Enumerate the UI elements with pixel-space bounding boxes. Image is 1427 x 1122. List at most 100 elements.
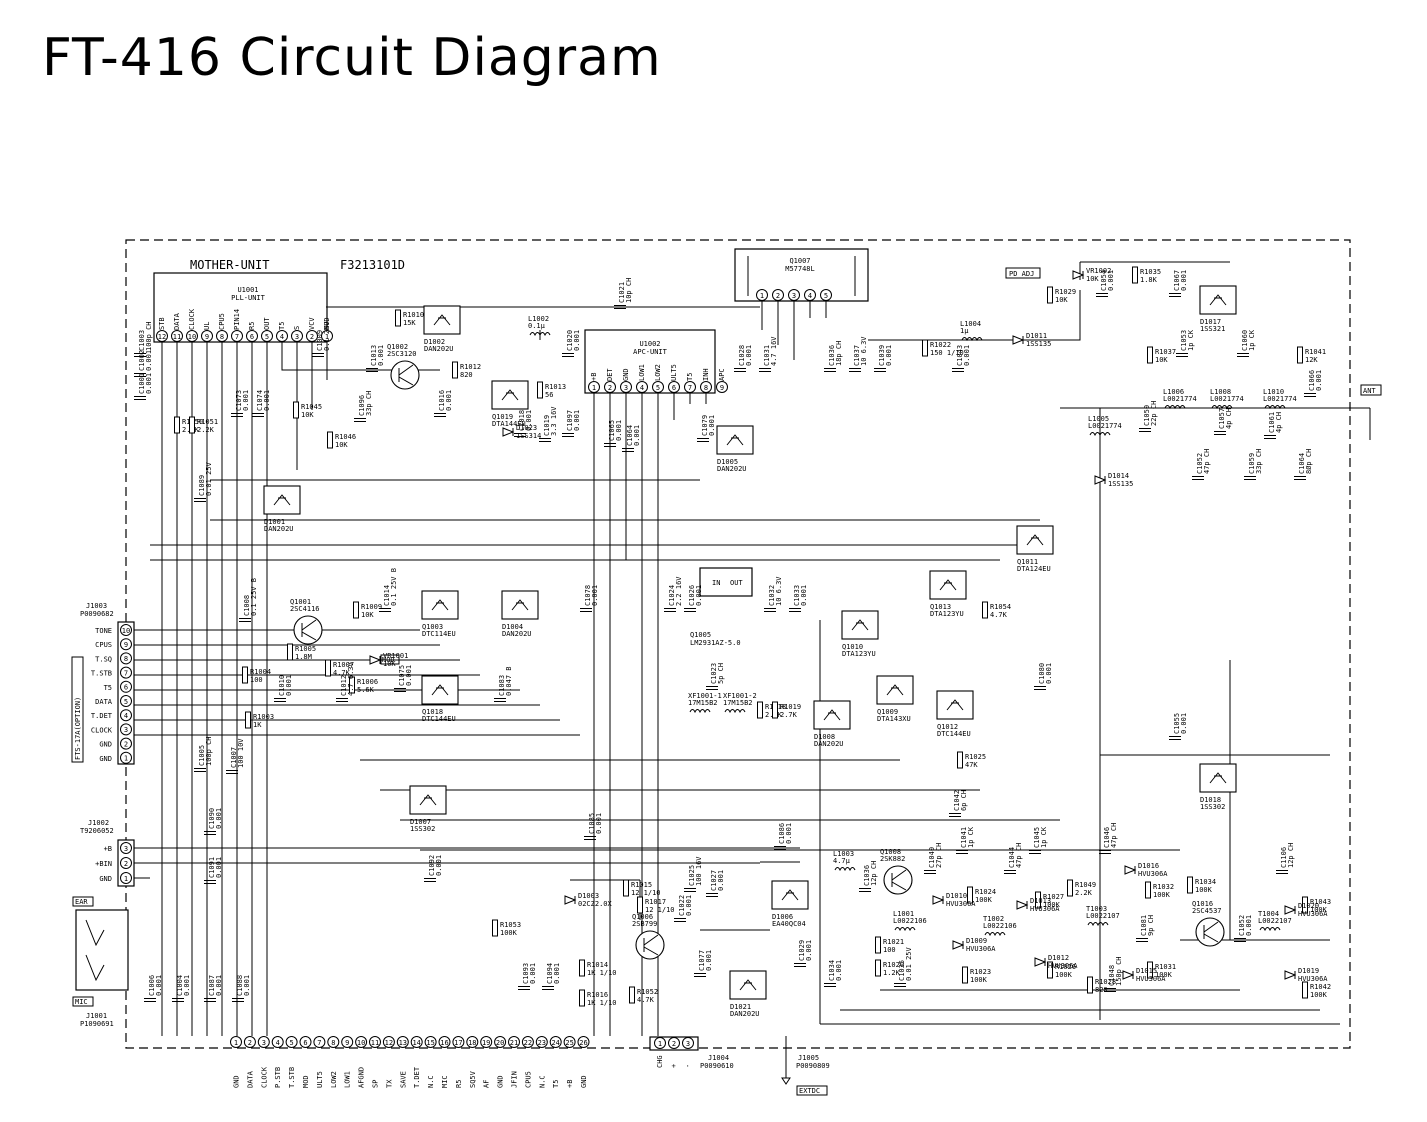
component-ref: C1085 bbox=[588, 813, 596, 834]
component-value: 1.8M bbox=[295, 653, 312, 661]
bottom-pin bbox=[285, 1036, 298, 1048]
component-ref: C1046 bbox=[1103, 827, 1111, 848]
component-value: 0.001 bbox=[215, 857, 223, 878]
j1003-signal-label: T.STB bbox=[91, 670, 112, 678]
bottom-pin bbox=[410, 1036, 423, 1048]
svg-text:P0090682: P0090682 bbox=[80, 610, 114, 618]
component-value: 1p CK bbox=[1040, 826, 1048, 848]
bottom-pin-label: TX bbox=[385, 1079, 393, 1088]
ic-u1002: U1002 APC-UNIT +B1DET2GND3LOW14LOW25ULT5… bbox=[584, 329, 728, 394]
u1001-pin-label: STB bbox=[158, 317, 166, 330]
component-ref: R1007 bbox=[333, 661, 354, 669]
component-value: 0.001 bbox=[1245, 915, 1253, 936]
j1002-pin-number: 1 bbox=[124, 875, 128, 883]
u1002-pin-label: T5 bbox=[686, 373, 694, 381]
component-ref: Q1006 bbox=[632, 913, 653, 921]
component-ref: C1034 bbox=[828, 960, 836, 981]
bottom-pin bbox=[327, 1036, 340, 1048]
component-value: 0.01 25V bbox=[205, 461, 213, 496]
component-ref: D1007 bbox=[410, 818, 431, 826]
u1002-pin-label: +B bbox=[590, 373, 598, 381]
component-value: HVU306A bbox=[966, 945, 996, 953]
component-value: 0.001 bbox=[242, 390, 250, 411]
j1003-signal-label: CLOCK bbox=[91, 726, 113, 734]
component-value: 2SC4116 bbox=[290, 605, 320, 613]
component-ref: XF1001-1 bbox=[688, 692, 722, 700]
u1001-pin bbox=[231, 330, 243, 342]
component-value: L0021774 bbox=[1163, 395, 1197, 403]
bottom-pin-label: GND bbox=[580, 1075, 588, 1088]
component-ref: D1006 bbox=[772, 913, 793, 921]
component-value: 10K bbox=[1086, 275, 1099, 283]
bottom-pin-number: 3 bbox=[262, 1039, 266, 1047]
component-ref: C1081 bbox=[1140, 915, 1148, 936]
tag-pd-adj: PD ADJ bbox=[1005, 267, 1041, 279]
u1001-pin-number: 4 bbox=[280, 333, 284, 341]
j1002-pin bbox=[120, 857, 132, 869]
u1002-pin bbox=[636, 381, 648, 393]
component-ref: R1029 bbox=[1055, 288, 1076, 296]
component-value: 0.001 bbox=[573, 410, 581, 431]
bottom-pin-label: MOD bbox=[302, 1075, 310, 1088]
component-ref: R1022 bbox=[930, 341, 951, 349]
component-ref: C1026 bbox=[688, 585, 696, 606]
bottom-pin-label: T.DET bbox=[413, 1066, 421, 1088]
u1002-pin-label: LOW1 bbox=[638, 364, 646, 381]
component-ref: R1045 bbox=[301, 403, 322, 411]
bottom-pin bbox=[535, 1036, 548, 1048]
j1002-signal-label: +BIN bbox=[95, 860, 112, 868]
svg-text:OUT: OUT bbox=[730, 579, 743, 587]
component-value: 1p CK bbox=[967, 826, 975, 848]
component-value: 0.001 bbox=[263, 390, 271, 411]
component-ref: C1004 bbox=[176, 975, 184, 996]
component-value: L0022107 bbox=[1258, 917, 1292, 925]
connector-j1005: J1005 P0090809 bbox=[781, 1036, 830, 1085]
component-value: 4.7 16V bbox=[770, 336, 778, 366]
component-value: 150 1/10 bbox=[930, 349, 964, 357]
component-value: 47K bbox=[965, 761, 978, 769]
component-value: 2SK882 bbox=[880, 855, 905, 863]
u1001-pin-label: T5 bbox=[278, 322, 286, 330]
component-value: DTA144EU bbox=[492, 420, 526, 428]
component-ref: VR1002 bbox=[1086, 267, 1111, 275]
svg-text:APC-UNIT: APC-UNIT bbox=[633, 348, 668, 356]
bottom-pin-number: 18 bbox=[468, 1039, 476, 1047]
q1007-pin bbox=[756, 289, 768, 301]
component-value: 2.2 16V bbox=[675, 576, 683, 606]
bottom-pin bbox=[230, 1036, 242, 1048]
svg-text:MIC: MIC bbox=[75, 998, 88, 1006]
u1001-pin-label: OUT bbox=[263, 317, 271, 330]
component-ref: C1048 bbox=[1108, 965, 1116, 986]
j1004-pin bbox=[668, 1037, 680, 1049]
u1002-pin-number: 9 bbox=[720, 384, 724, 392]
component-value: 0.001 bbox=[785, 823, 793, 844]
component-value: 0.001 bbox=[573, 330, 581, 351]
component-value: 0.001 bbox=[183, 975, 191, 996]
